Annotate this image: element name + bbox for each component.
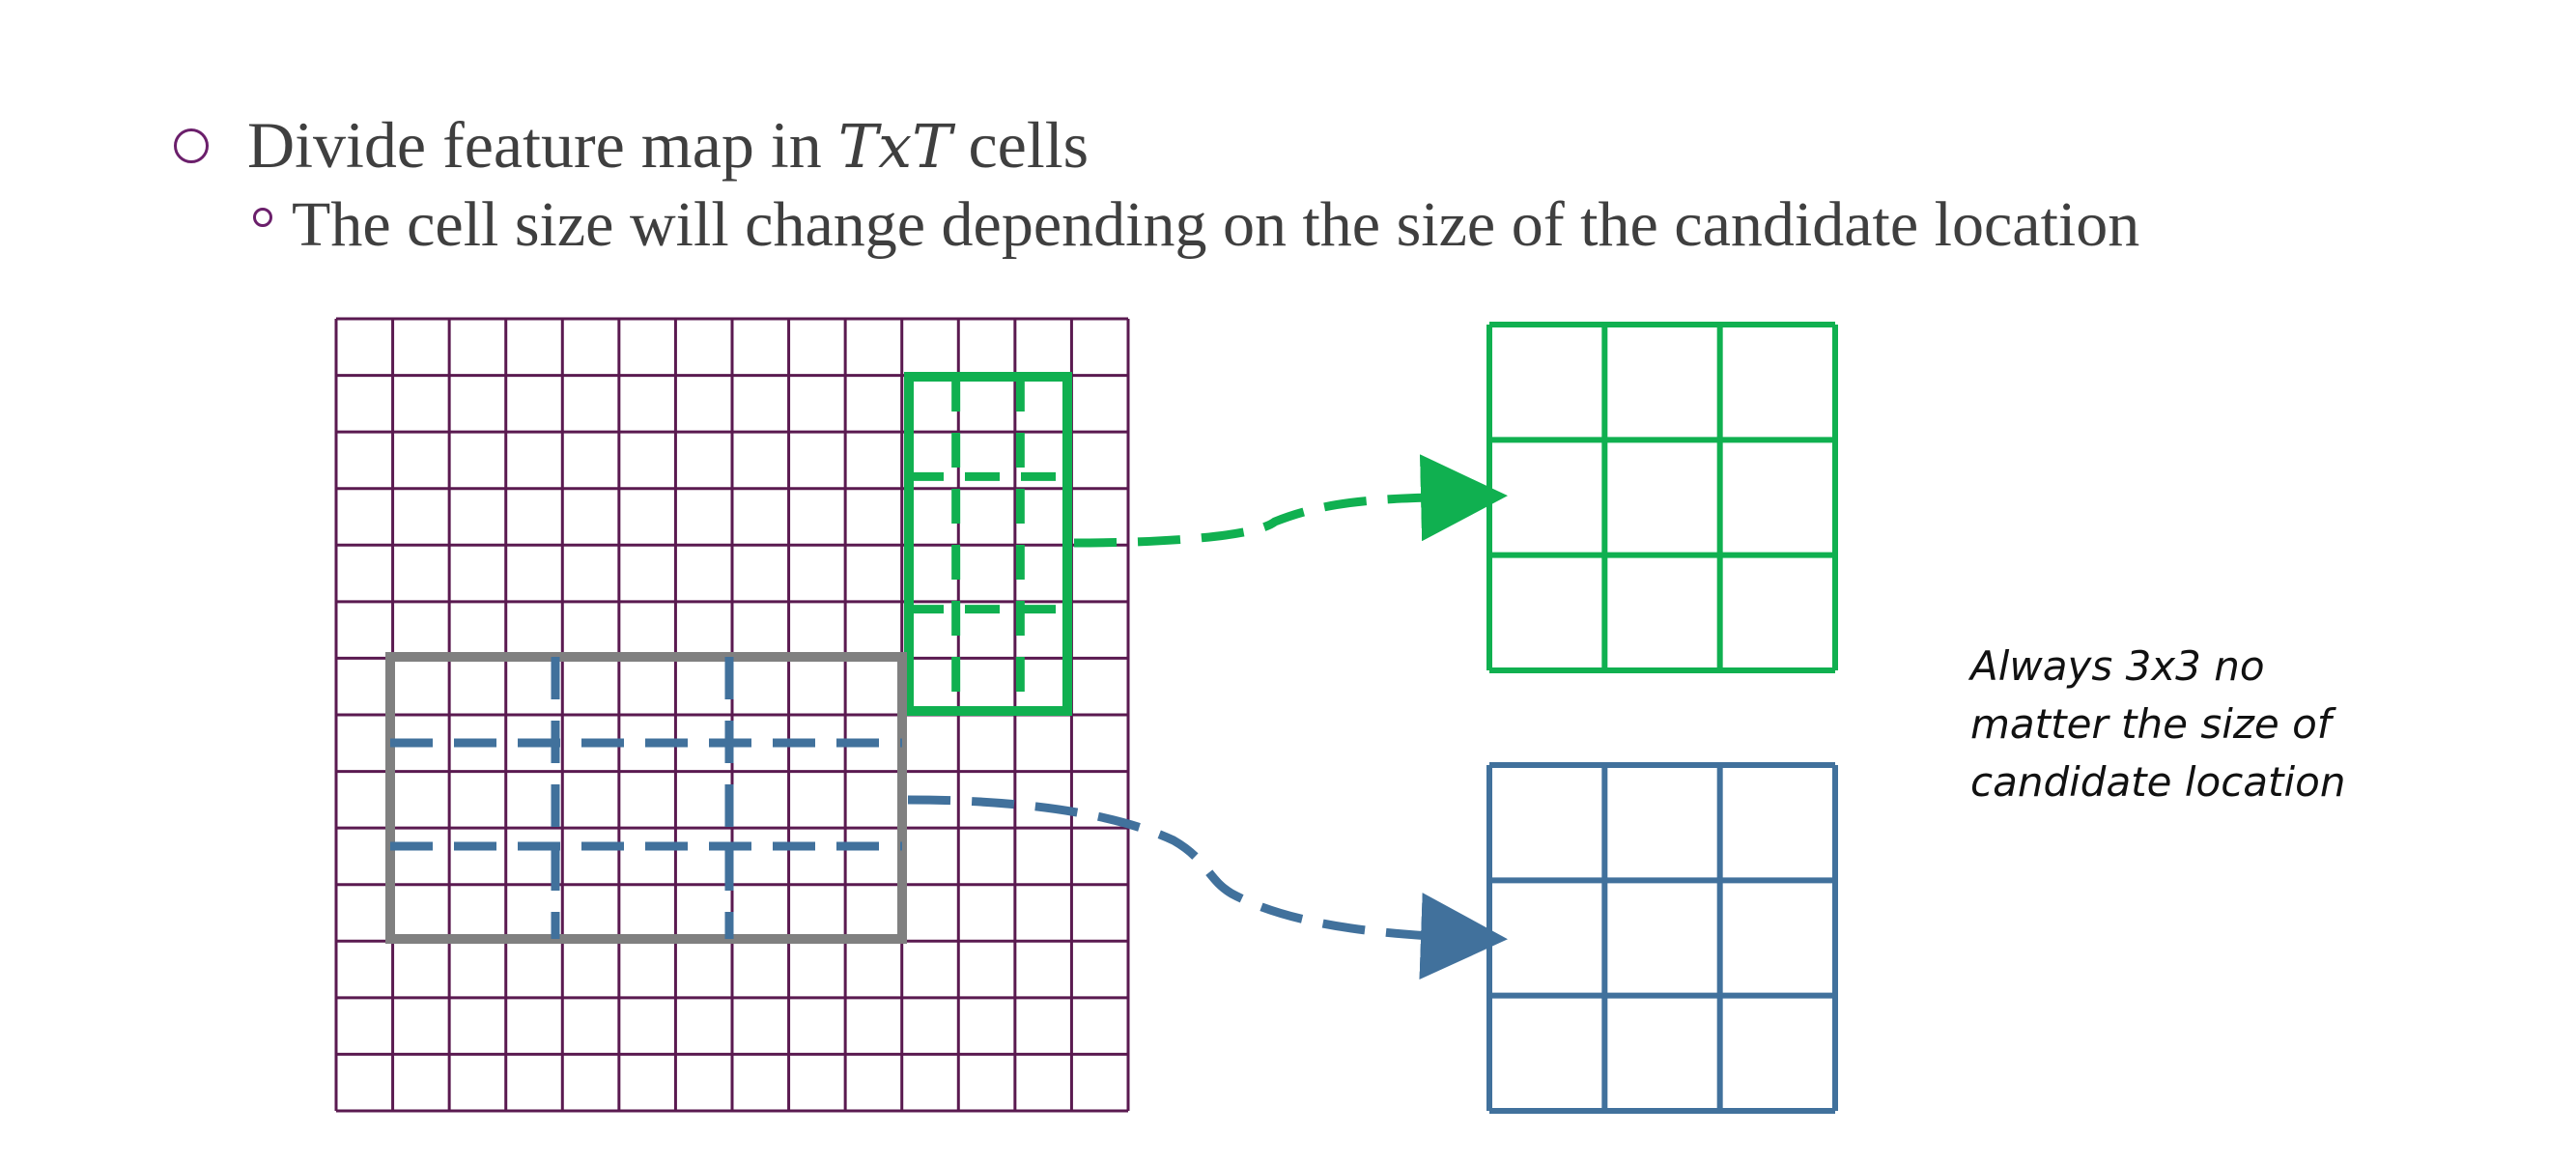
green-candidate-region [904,372,1072,716]
gray-region-box [385,652,907,944]
green-3x3-output-grid [1486,322,1838,673]
blue-candidate-region [385,652,907,944]
note-line-3: candidate location [1970,758,2346,806]
green-region-box [904,372,1072,716]
blue-dashed-arrow [907,795,1508,980]
bullet-2-text: The cell size will change depending on t… [292,189,2140,260]
note-line-1: Always 3x3 no [1970,642,2265,690]
blue-3x3-output-grid [1486,762,1838,1114]
bullet-1-math: TxT [837,111,952,182]
bullet-circle-icon [174,128,209,164]
bullet-1-text-end: cells [968,108,1090,182]
green-dashed-arrow [1073,454,1508,548]
sub-bullet-circle-icon [253,207,272,227]
bullet-level-1: Divide feature map in TxT cells [174,104,1089,187]
note-line-2: matter the size of [1970,700,2332,748]
bullet-1-text: Divide feature map in [247,108,822,182]
bullet-level-2: The cell size will change depending on t… [253,185,2139,265]
handwritten-note: Always 3x3 no matter the size of candida… [1970,638,2345,811]
